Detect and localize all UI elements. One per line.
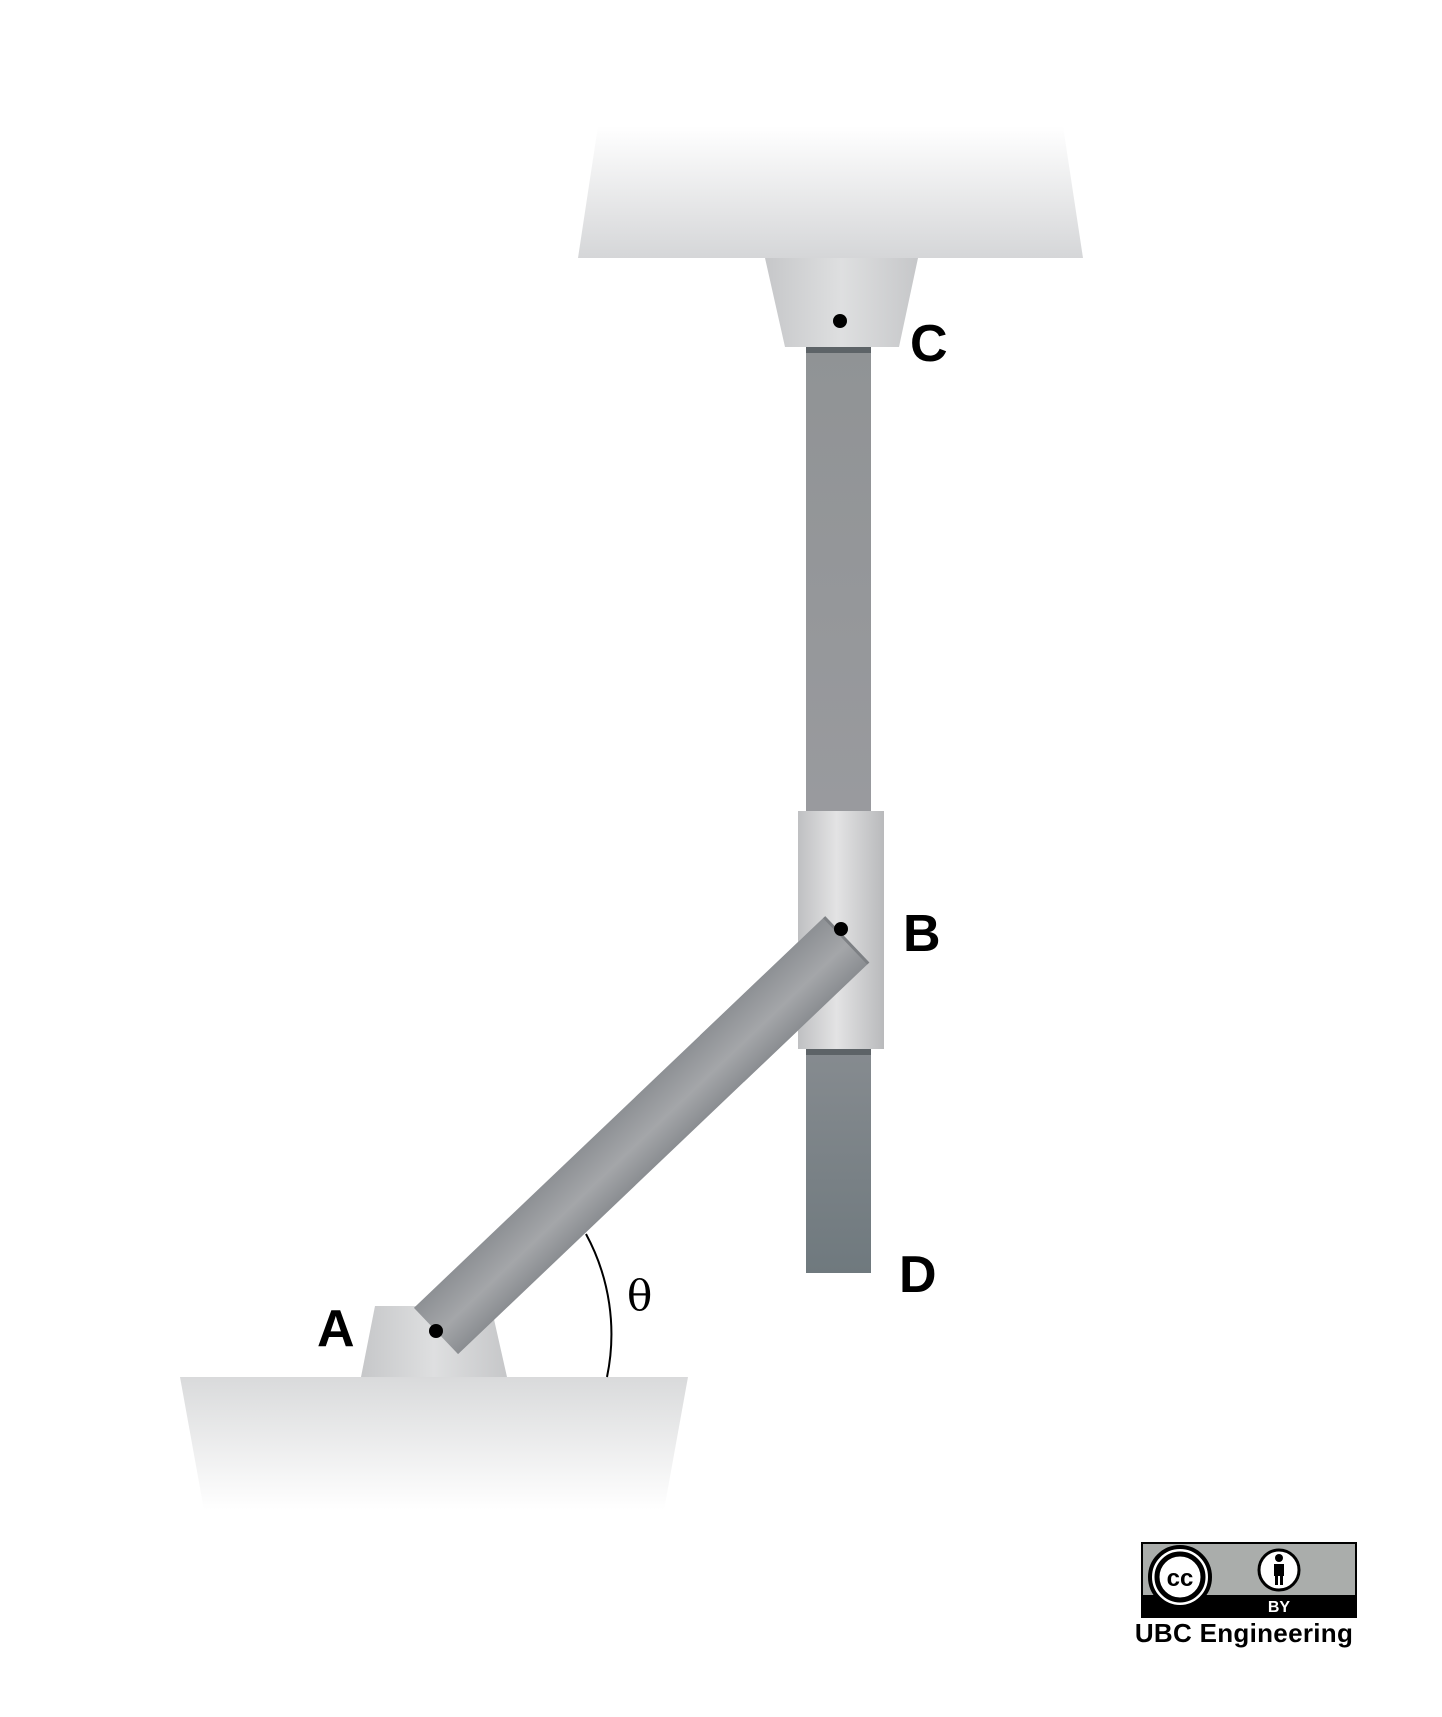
person-icon xyxy=(1257,1548,1301,1592)
svg-text:cc: cc xyxy=(1167,1565,1194,1592)
pin-a xyxy=(429,1324,443,1338)
label-a: A xyxy=(317,1300,355,1358)
bar-collar-bottom-edge xyxy=(806,1048,871,1055)
label-c: C xyxy=(910,315,948,373)
cc-by-badge: cc BY xyxy=(1141,1542,1357,1618)
pin-bracket-c xyxy=(765,258,918,347)
vertical-bar-cd xyxy=(806,347,871,1273)
bar-c-top-edge xyxy=(806,347,871,353)
attribution-text: UBC Engineering xyxy=(1134,1618,1354,1648)
ceiling-support xyxy=(578,126,1083,258)
pin-b xyxy=(834,922,848,936)
label-d: D xyxy=(899,1246,937,1304)
angle-arc xyxy=(585,1233,613,1378)
label-b: B xyxy=(903,905,941,963)
pin-c xyxy=(833,314,847,328)
ground-support xyxy=(180,1377,688,1510)
badge-by-text: BY xyxy=(1268,1599,1291,1616)
label-theta: θ xyxy=(627,1271,652,1320)
